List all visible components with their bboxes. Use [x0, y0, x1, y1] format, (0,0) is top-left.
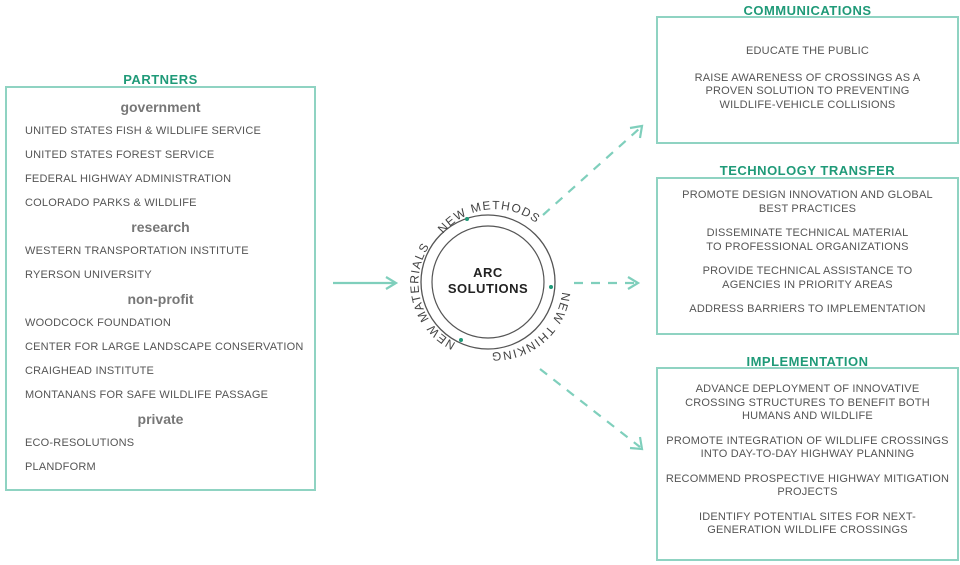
implementation-arrow-head	[629, 436, 644, 451]
implementation-item: ADVANCE DEPLOYMENT OF INNOVATIVE CROSSIN…	[685, 383, 930, 422]
partner-item: UNITED STATES FISH & WILDLIFE SERVICE	[25, 125, 261, 137]
implementation-item: PROMOTE INTEGRATION OF WILDLIFE CROSSING…	[666, 434, 949, 461]
ring-separator-dot	[459, 338, 463, 342]
partner-item: MONTANANS FOR SAFE WILDLIFE PASSAGE	[25, 389, 269, 401]
partner-item: CENTER FOR LARGE LANDSCAPE CONSERVATION	[25, 341, 304, 353]
center-inner-ring	[431, 225, 545, 339]
technology-transfer-title: TECHNOLOGY TRANSFER	[719, 163, 896, 178]
partners-group-heading: research	[131, 219, 190, 235]
partners-group-heading: private	[137, 411, 184, 427]
technology-transfer-arrow-head	[627, 276, 641, 290]
partner-item: FEDERAL HIGHWAY ADMINISTRATION	[25, 173, 232, 185]
partner-item: COLORADO PARKS & WILDLIFE	[25, 197, 197, 209]
partners-group-heading: government	[120, 99, 201, 115]
implementation-item: IDENTIFY POTENTIAL SITES FOR NEXT- GENER…	[698, 510, 917, 537]
technology-transfer-item: PROMOTE DESIGN INNOVATION AND GLOBAL BES…	[682, 189, 933, 215]
communications-arrow-head	[629, 124, 644, 139]
ring-label-new-methods: NEW METHODS	[435, 198, 543, 236]
implementation-title: IMPLEMENTATION	[746, 354, 869, 369]
communications-item: EDUCATE THE PUBLIC	[746, 45, 869, 57]
technology-transfer-item: DISSEMINATE TECHNICAL MATERIAL TO PROFES…	[706, 227, 909, 253]
partners-title: PARTNERS	[123, 72, 198, 87]
ring-separator-dot	[549, 285, 553, 289]
center-label: ARC SOLUTIONS	[447, 265, 529, 296]
ring-separator-dot	[465, 217, 469, 221]
technology-transfer-item: ADDRESS BARRIERS TO IMPLEMENTATION	[689, 303, 926, 315]
partners-group-heading: non-profit	[127, 291, 194, 307]
communications-box: EDUCATE THE PUBLIC RAISE AWARENESS OF CR…	[656, 16, 959, 144]
partner-item: WESTERN TRANSPORTATION INSTITUTE	[25, 245, 249, 257]
partner-item: UNITED STATES FOREST SERVICE	[25, 149, 215, 161]
partner-item: RYERSON UNIVERSITY	[25, 269, 152, 281]
implementation-item: RECOMMEND PROSPECTIVE HIGHWAY MITIGATION…	[665, 472, 950, 499]
partners-arrow-head	[385, 276, 399, 290]
communications-arrow-line	[542, 127, 641, 216]
communications-title: COMMUNICATIONS	[743, 3, 872, 18]
communications-item: RAISE AWARENESS OF CROSSINGS AS A PROVEN…	[694, 71, 921, 111]
partner-item: ECO-RESOLUTIONS	[25, 437, 135, 449]
ring-label-new-thinking: NEW THINKING	[491, 291, 573, 363]
partner-item: WOODCOCK FOUNDATION	[25, 317, 171, 329]
technology-transfer-box: PROMOTE DESIGN INNOVATION AND GLOBAL BES…	[656, 177, 959, 335]
implementation-arrow-line	[539, 368, 641, 448]
technology-transfer-item: PROVIDE TECHNICAL ASSISTANCE TO AGENCIES…	[702, 265, 913, 291]
implementation-box: ADVANCE DEPLOYMENT OF INNOVATIVE CROSSIN…	[656, 367, 959, 561]
center-ring	[420, 214, 556, 350]
partner-item: CRAIGHEAD INSTITUTE	[25, 365, 155, 377]
partner-item: PLANDFORM	[25, 461, 96, 473]
